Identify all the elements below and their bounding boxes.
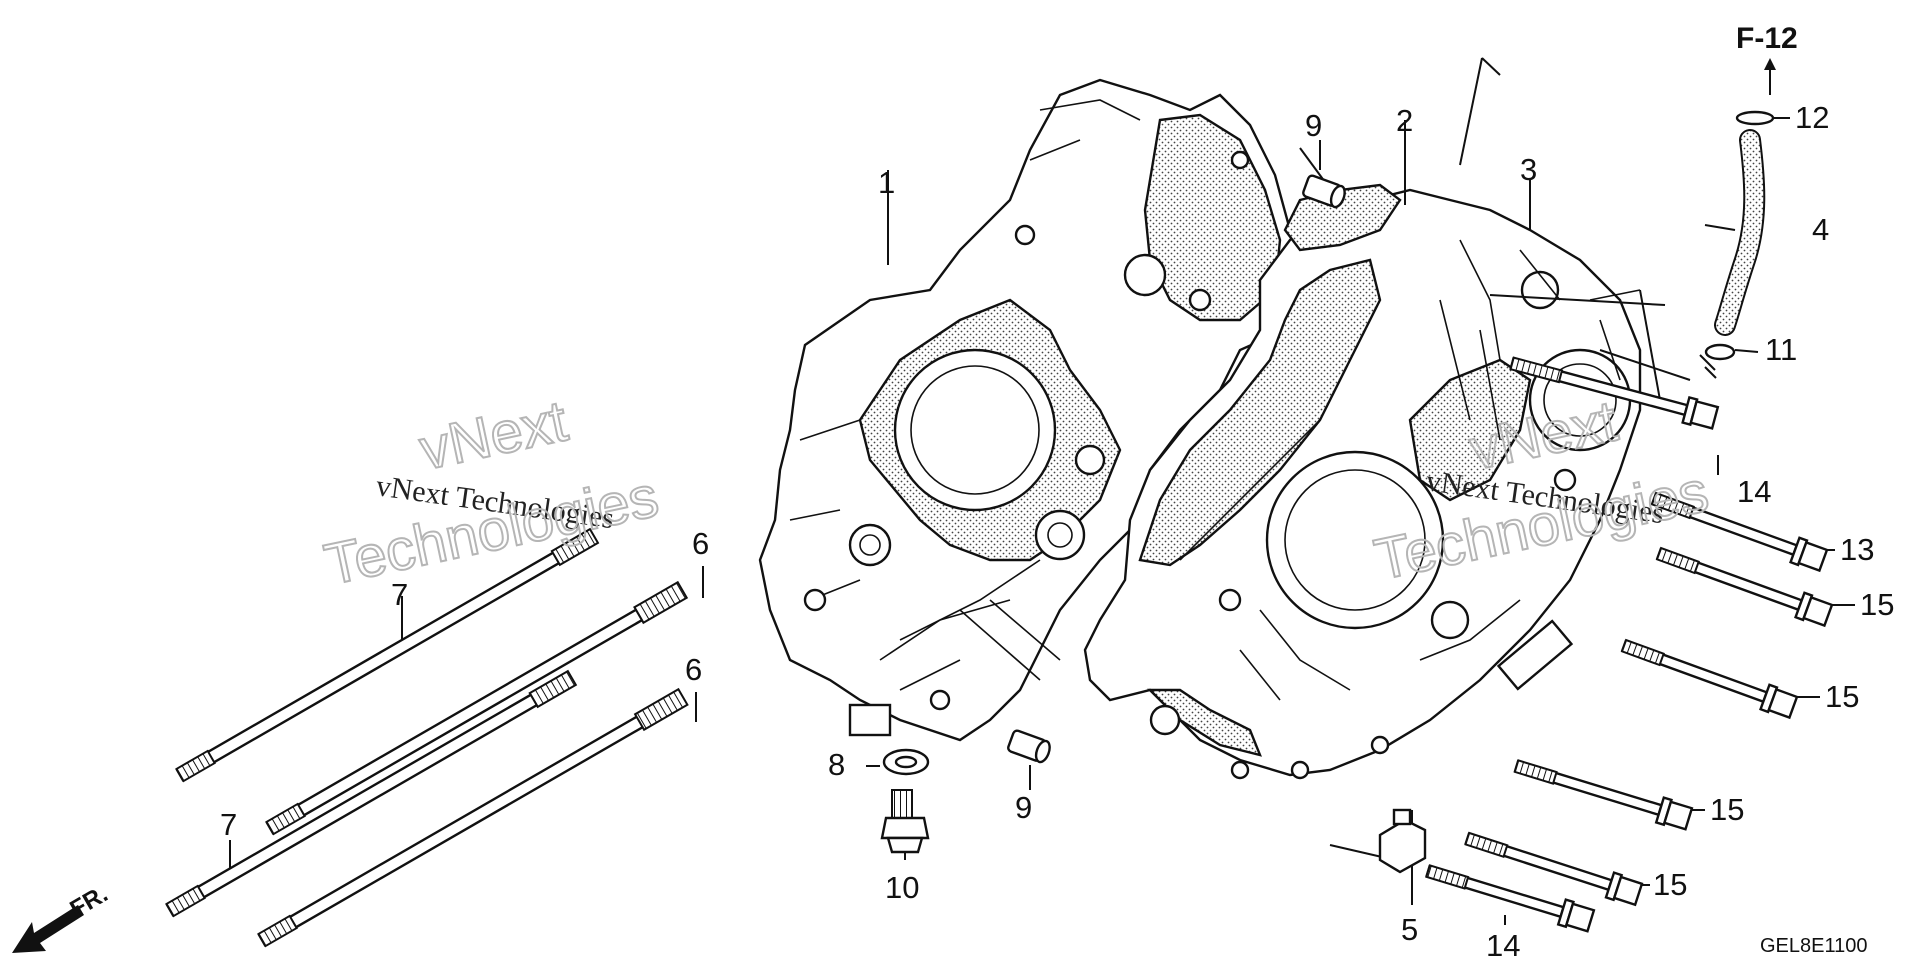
bolt-15-c [1513, 759, 1694, 831]
callout-5: 5 [1401, 912, 1418, 947]
callout-8: 8 [828, 747, 845, 782]
callout-9a: 9 [1305, 108, 1322, 143]
callout-3: 3 [1520, 152, 1537, 187]
callout-labels: 1 2 3 4 5 6 6 7 7 8 9 9 10 11 12 13 14 1… [220, 100, 1894, 960]
bolt-14-lower [1425, 864, 1596, 933]
tube-clip-12 [1735, 110, 1775, 126]
front-direction-arrow-icon [12, 905, 84, 953]
dowel-pin-9-top [1302, 174, 1346, 209]
bolt-15-b [1620, 638, 1799, 720]
callout-6a: 6 [692, 526, 709, 561]
bolt-13 [1650, 491, 1829, 573]
diagram-code: GEL8E1100 [1760, 935, 1868, 957]
callout-15d: 15 [1653, 867, 1687, 902]
watermark-outline-left-b: Technologies [319, 464, 664, 598]
stud-long-6b [257, 687, 689, 948]
right-crankcase-half [1083, 183, 1642, 780]
bolt-15-a [1655, 546, 1834, 628]
callout-11: 11 [1765, 332, 1797, 367]
callout-2: 2 [1396, 103, 1413, 138]
callout-10: 10 [885, 870, 919, 905]
callout-7b: 7 [220, 807, 237, 842]
callout-12: 12 [1795, 100, 1829, 135]
bolt-14-upper [1509, 356, 1720, 430]
stud-long-7a [175, 527, 600, 783]
clamp-5 [1378, 808, 1427, 874]
callout-7a: 7 [391, 577, 408, 612]
bolt-15-d [1464, 831, 1644, 907]
reference-label: F-12 [1736, 22, 1798, 55]
callout-15a: 15 [1860, 587, 1894, 622]
callout-9b: 9 [1015, 790, 1032, 825]
dowel-pin-9-bottom [1007, 729, 1051, 764]
stud-long-7b [165, 669, 578, 918]
callout-4: 4 [1812, 212, 1829, 247]
callout-14b: 14 [1486, 928, 1520, 960]
breather-tube-4 [1714, 129, 1766, 336]
tube-clip-11 [1704, 343, 1736, 361]
washer-8 [882, 748, 930, 776]
watermark-outline-left-a: vNext [414, 388, 573, 482]
left-crankcase-half [758, 78, 1302, 742]
callout-6b: 6 [685, 652, 702, 687]
stud-long-6a [265, 580, 689, 836]
callout-15b: 15 [1825, 679, 1859, 714]
callout-14a: 14 [1737, 474, 1771, 509]
callout-13: 13 [1840, 532, 1874, 567]
drain-bolt-10 [880, 789, 930, 854]
callout-15c: 15 [1710, 792, 1744, 827]
callout-1: 1 [878, 165, 895, 200]
